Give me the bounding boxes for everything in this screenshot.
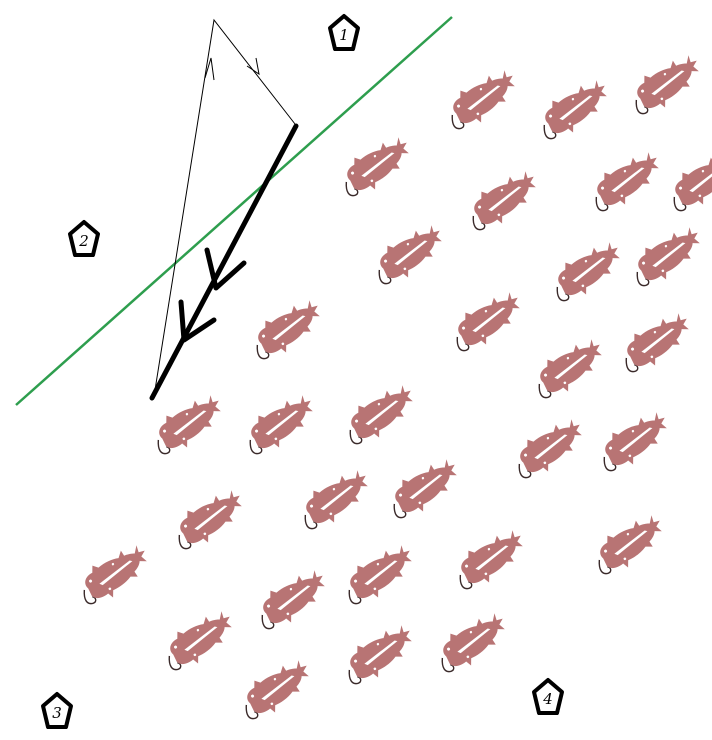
- marker-3-label: 3: [52, 704, 62, 722]
- marker-4-label: 4: [542, 690, 553, 708]
- marker-3: 3: [41, 692, 73, 729]
- thick-path-arrow-lower: [178, 299, 217, 343]
- marker-1-label: 1: [339, 26, 349, 44]
- marker-1: 1: [328, 14, 360, 51]
- thin-path-arrow-up: [204, 57, 215, 81]
- creature-23: [586, 506, 673, 582]
- creature-swarm: [71, 46, 712, 727]
- creature-24: [71, 536, 158, 612]
- creature-22: [381, 450, 468, 526]
- creature-18: [506, 410, 593, 486]
- creature-2: [531, 71, 618, 147]
- creature-27: [156, 602, 243, 678]
- creature-5: [460, 162, 547, 238]
- creature-6: [583, 143, 670, 219]
- thick-path: [149, 123, 299, 401]
- creature-14: [613, 304, 700, 380]
- marker-2: 2: [68, 220, 100, 257]
- creature-12: [444, 283, 531, 359]
- creature-8: [366, 216, 453, 292]
- creature-1: [439, 61, 526, 137]
- creature-21: [292, 461, 379, 537]
- creature-26: [447, 521, 534, 597]
- creature-28: [249, 561, 336, 637]
- creature-4: [333, 128, 420, 204]
- creature-11: [244, 291, 331, 367]
- thick-path-arrow-upper: [204, 247, 247, 291]
- creature-7: [661, 143, 712, 219]
- creature-25: [336, 536, 423, 612]
- boundary-line: [15, 16, 453, 406]
- creature-10: [624, 218, 711, 294]
- creature-17: [337, 376, 424, 452]
- marker-2-label: 2: [78, 232, 89, 250]
- creature-30: [429, 604, 516, 680]
- creature-13: [526, 330, 613, 406]
- creature-15: [145, 386, 232, 462]
- creature-16: [237, 386, 324, 462]
- creature-20: [166, 481, 253, 557]
- creature-19: [591, 403, 678, 479]
- thin-path-arrow-right: [246, 57, 260, 76]
- creature-9: [544, 233, 631, 309]
- marker-4: 4: [532, 678, 564, 715]
- creature-31: [233, 651, 320, 727]
- thin-path: [154, 18, 296, 391]
- creature-3: [623, 46, 710, 122]
- creature-29: [336, 616, 423, 692]
